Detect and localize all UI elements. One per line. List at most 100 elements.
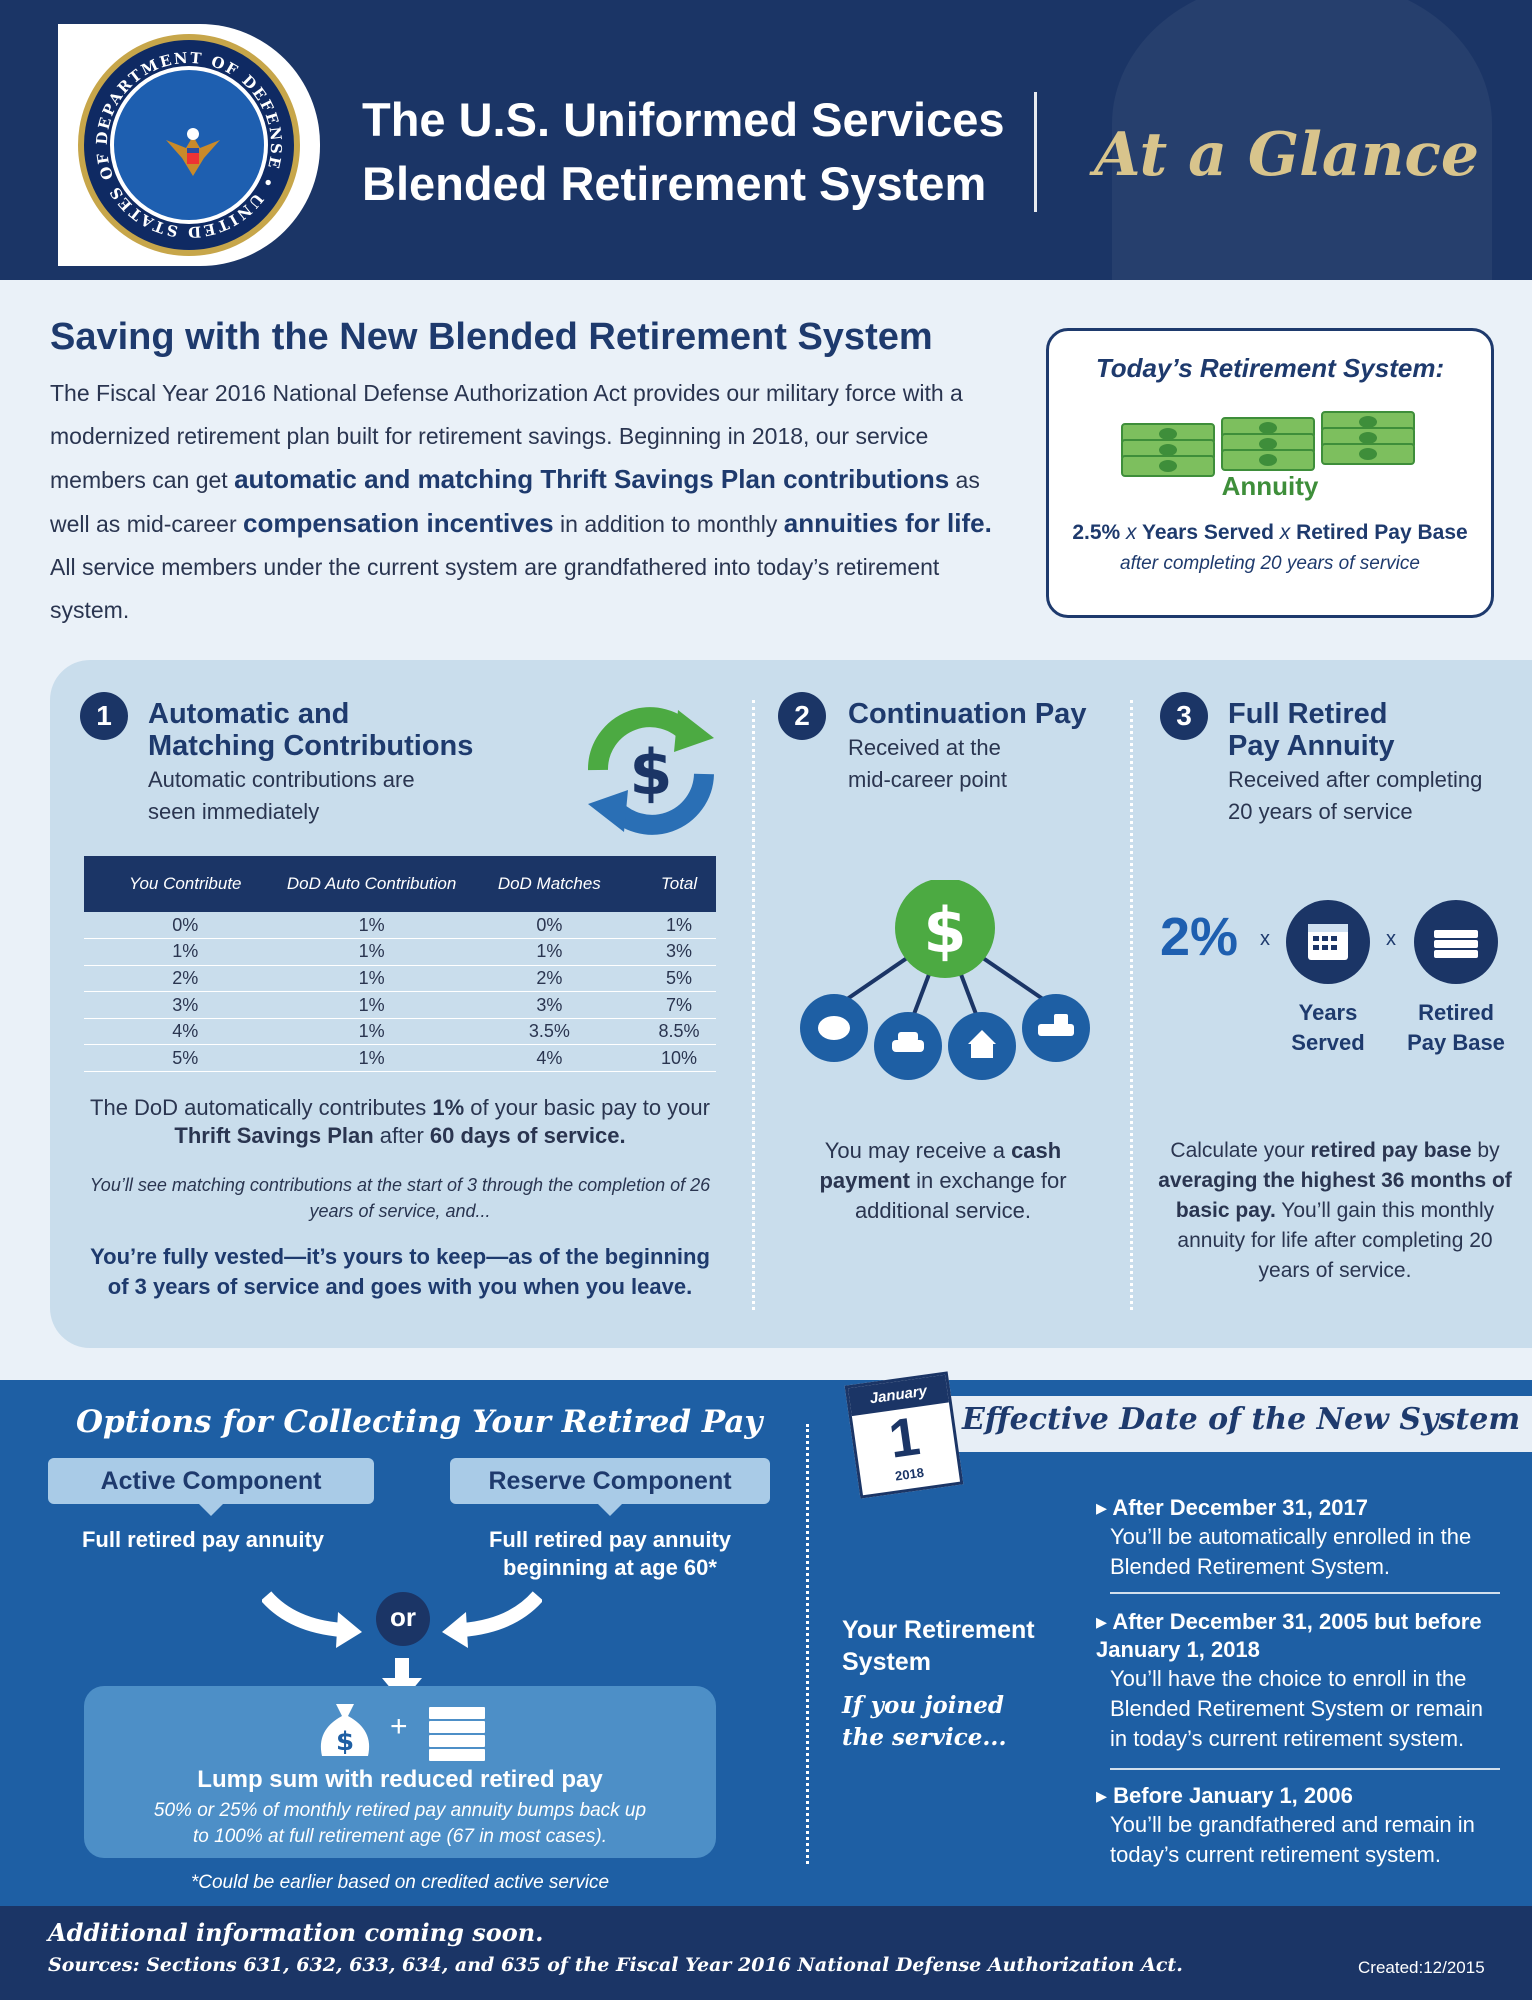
table-cell: 1% [456,938,643,966]
formula-years: Years Served [1136,521,1280,544]
table-row: 0%1%0%1% [84,912,716,940]
table-cell: 4% [456,1044,643,1073]
pillar-3-subtitle-line2: 20 years of service [1228,799,1413,824]
label-line: Retired [1418,1000,1494,1025]
formula-times: x [1279,521,1291,544]
note-bold: 1% [432,1095,465,1120]
pillar-2-number: 2 [778,692,826,740]
annuity-label: Annuity [1221,471,1319,501]
created-date: Created:12/2015 [1358,1958,1485,1977]
formula-base: Retired Pay Base [1290,521,1468,544]
annuity-note: after completing 20 years of service [1120,553,1420,574]
calendar-icon: January 1 2018 [844,1371,964,1499]
table-cell: 0% [456,912,643,940]
active-component-label: Active Component [48,1458,374,1516]
table-cell: 1% [642,912,716,940]
table-cell: 3.5% [456,1018,643,1046]
pillar-1-subtitle-line2: seen immediately [148,799,320,824]
active-component-desc: Full retired pay annuity [81,1527,325,1552]
effective-item-body: You’ll be automatically enrolled in the … [1110,1524,1472,1579]
continuation-pay-diagram: $ [800,880,1090,1080]
footer-info: Additional information coming soon. [48,1918,544,1947]
table-cell: 3% [456,991,643,1019]
arrows-icon [262,1591,542,1702]
options-title: Options for Collecting Your Retired Pay [76,1404,763,1440]
intro-bold-3: annuities for life. [783,508,992,538]
label-line: Pay Base [1407,1030,1505,1055]
plus-sign: + [390,1710,408,1743]
svg-text:$: $ [336,1727,354,1757]
table-header: DoD Auto Contribution [286,856,457,912]
times-sign: x [1260,928,1270,950]
continuation-pay-note: You may receive a cash payment in exchan… [778,1136,1108,1226]
intro-text-3: in addition to monthly [553,511,784,537]
table-cell: 7% [642,991,716,1019]
table-cell: 5% [84,1044,287,1073]
table-row: 1%1%1%3% [84,938,716,966]
pillar-divider [1130,700,1133,1310]
lump-sum-box: $ + Lump sum with reduced retired pay 50… [84,1686,716,1858]
calendar-icon [1286,900,1370,984]
todays-system-box: Today’s Retirement System: Annuity 2.5% … [1046,328,1494,618]
pillar-3-number: 3 [1160,692,1208,740]
eagle-icon [166,128,220,176]
note-text: of your basic pay to your [464,1095,710,1120]
pillar-divider [752,700,755,1310]
annuity-percent: 2% [1160,907,1239,967]
table-cell: 8.5% [642,1018,716,1046]
or-badge: or [376,1592,430,1646]
times-sign: x [1386,928,1396,950]
note-text: You may receive a [824,1138,1012,1163]
table-cell: 3% [84,991,287,1019]
table-cell: 2% [456,965,643,993]
table-cell: 1% [286,1018,457,1046]
effective-item-head: After December 31, 2017 [1096,1494,1500,1522]
svg-text:$: $ [629,736,672,809]
money-stack-icon [1414,900,1498,984]
lump-sum-title: Lump sum with reduced retired pay [197,1766,603,1793]
money-stack-icon [1221,417,1315,475]
header-divider [1034,92,1037,212]
item-divider [1110,1592,1500,1594]
note-bold: Thrift Savings Plan [174,1123,374,1148]
footer-sources: Sources: Sections 631, 632, 633, 634, an… [48,1954,1183,1976]
formula-times: x [1126,521,1137,544]
vesting-note: You’re fully vested—it’s yours to keep—a… [90,1244,710,1299]
desc-line: Full retired pay annuity [488,1527,732,1552]
table-cell: 2% [84,965,287,993]
pillar-3-subtitle-line1: Received after completing [1228,767,1483,792]
intro-text-1: The Fiscal Year 2016 National Defense Au… [50,380,963,493]
desc-line: 50% or 25% of monthly retired pay annuit… [153,1800,647,1821]
pillar-1-subtitle-line1: Automatic contributions are [148,767,415,792]
note-bold: cash payment [819,1138,1062,1193]
footer [0,1906,1532,2000]
note-bold: averaging the highest 36 months of basic… [1158,1169,1512,1222]
dod-seal-logo: DEPARTMENT OF DEFENSE • UNITED STATES OF… [78,34,300,256]
table-cell: 1% [286,1044,457,1073]
table-cell: 1% [286,912,457,940]
table-cell: 10% [642,1044,716,1073]
footnote: *Could be earlier based on credited acti… [190,1872,610,1893]
table-cell: 1% [84,938,287,966]
label-line: the service... [842,1724,1007,1751]
table-cell: 1% [286,965,457,993]
table-row: 2%1%2%5% [84,965,716,993]
table-header-row: You Contribute DoD Auto Contribution DoD… [84,856,716,912]
intro-heading: Saving with the New Blended Retirement S… [50,316,933,358]
effective-item: After December 31, 2005 but before Janua… [1096,1608,1500,1754]
money-stack-icon [427,1705,487,1763]
effective-item-body: You’ll have the choice to enroll in the … [1110,1666,1483,1751]
label-line: If you joined [842,1692,1004,1719]
table-cell: 5% [642,965,716,993]
table-row: 3%1%3%7% [84,991,716,1019]
reserve-component-label: Reserve Component [450,1458,770,1516]
intro-bold-1: automatic and matching Thrift Savings Pl… [234,464,950,494]
table-cell: 1% [286,938,457,966]
dollar-icon [895,880,995,978]
pillar-3-title-line1: Full Retired [1228,698,1388,730]
money-stack-icon [1121,423,1215,481]
note-bold: 60 days of service. [429,1123,626,1148]
retired-pay-base-note: Calculate your retired pay base by avera… [1158,1136,1512,1286]
